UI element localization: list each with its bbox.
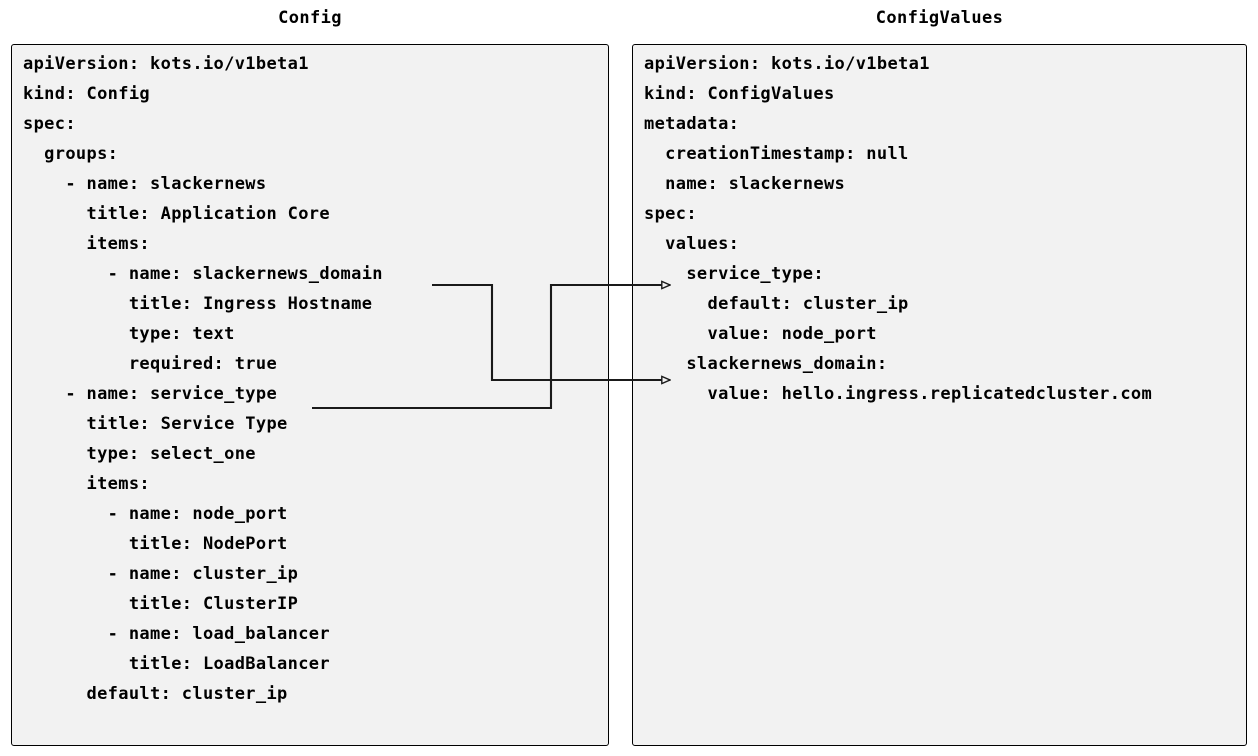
config-yaml-line: items: — [23, 234, 151, 254]
configvalues-yaml-line: default: cluster_ip — [644, 294, 909, 314]
config-yaml-line: - name: cluster_ip — [23, 564, 299, 584]
config-yaml-line: apiVersion: kots.io/v1beta1 — [23, 54, 309, 74]
config-yaml-line: groups: — [23, 144, 119, 164]
panel-title-configvalues: ConfigValues — [875, 8, 1004, 28]
config-yaml-line: - name: node_port — [23, 504, 288, 524]
config-yaml-line: required: true — [23, 354, 278, 374]
configvalues-yaml-line: creationTimestamp: null — [644, 144, 909, 164]
config-yaml-line: title: Service Type — [23, 414, 288, 434]
config-yaml-line: title: ClusterIP — [23, 594, 299, 614]
configvalues-yaml-line: slackernews_domain: — [644, 354, 888, 374]
configvalues-yaml-line: values: — [644, 234, 740, 254]
config-yaml-line: default: cluster_ip — [23, 684, 288, 704]
config-yaml-line: title: LoadBalancer — [23, 654, 330, 674]
configvalues-yaml-line: apiVersion: kots.io/v1beta1 — [644, 54, 930, 74]
configvalues-yaml-line: spec: — [644, 204, 697, 224]
configvalues-yaml-panel: apiVersion: kots.io/v1beta1 kind: ConfigV… — [632, 44, 1247, 746]
configvalues-yaml-line: value: hello.ingress.replicatedcluster.c… — [644, 384, 1153, 404]
configvalues-yaml-line: value: node_port — [644, 324, 877, 344]
panel-title-config: Config — [278, 8, 342, 28]
config-yaml-line: spec: — [23, 114, 76, 134]
config-yaml-line: - name: slackernews_domain — [23, 264, 383, 284]
config-yaml-line: title: NodePort — [23, 534, 288, 554]
config-yaml-line: title: Application Core — [23, 204, 330, 224]
config-yaml-line: type: text — [23, 324, 235, 344]
config-yaml-line: - name: load_balancer — [23, 624, 330, 644]
config-yaml-line: type: select_one — [23, 444, 256, 464]
configvalues-yaml-line: metadata: — [644, 114, 740, 134]
config-yaml-line: title: Ingress Hostname — [23, 294, 373, 314]
config-yaml-line: items: — [23, 474, 151, 494]
configvalues-yaml-line: name: slackernews — [644, 174, 846, 194]
config-yaml-line: - name: service_type — [23, 384, 278, 404]
configvalues-yaml-line: service_type: — [644, 264, 824, 284]
config-yaml-line: - name: slackernews — [23, 174, 267, 194]
configvalues-yaml-line: kind: ConfigValues — [644, 84, 835, 104]
config-yaml-line: kind: Config — [23, 84, 151, 104]
config-yaml-panel: apiVersion: kots.io/v1beta1 kind: Config s… — [11, 44, 609, 746]
